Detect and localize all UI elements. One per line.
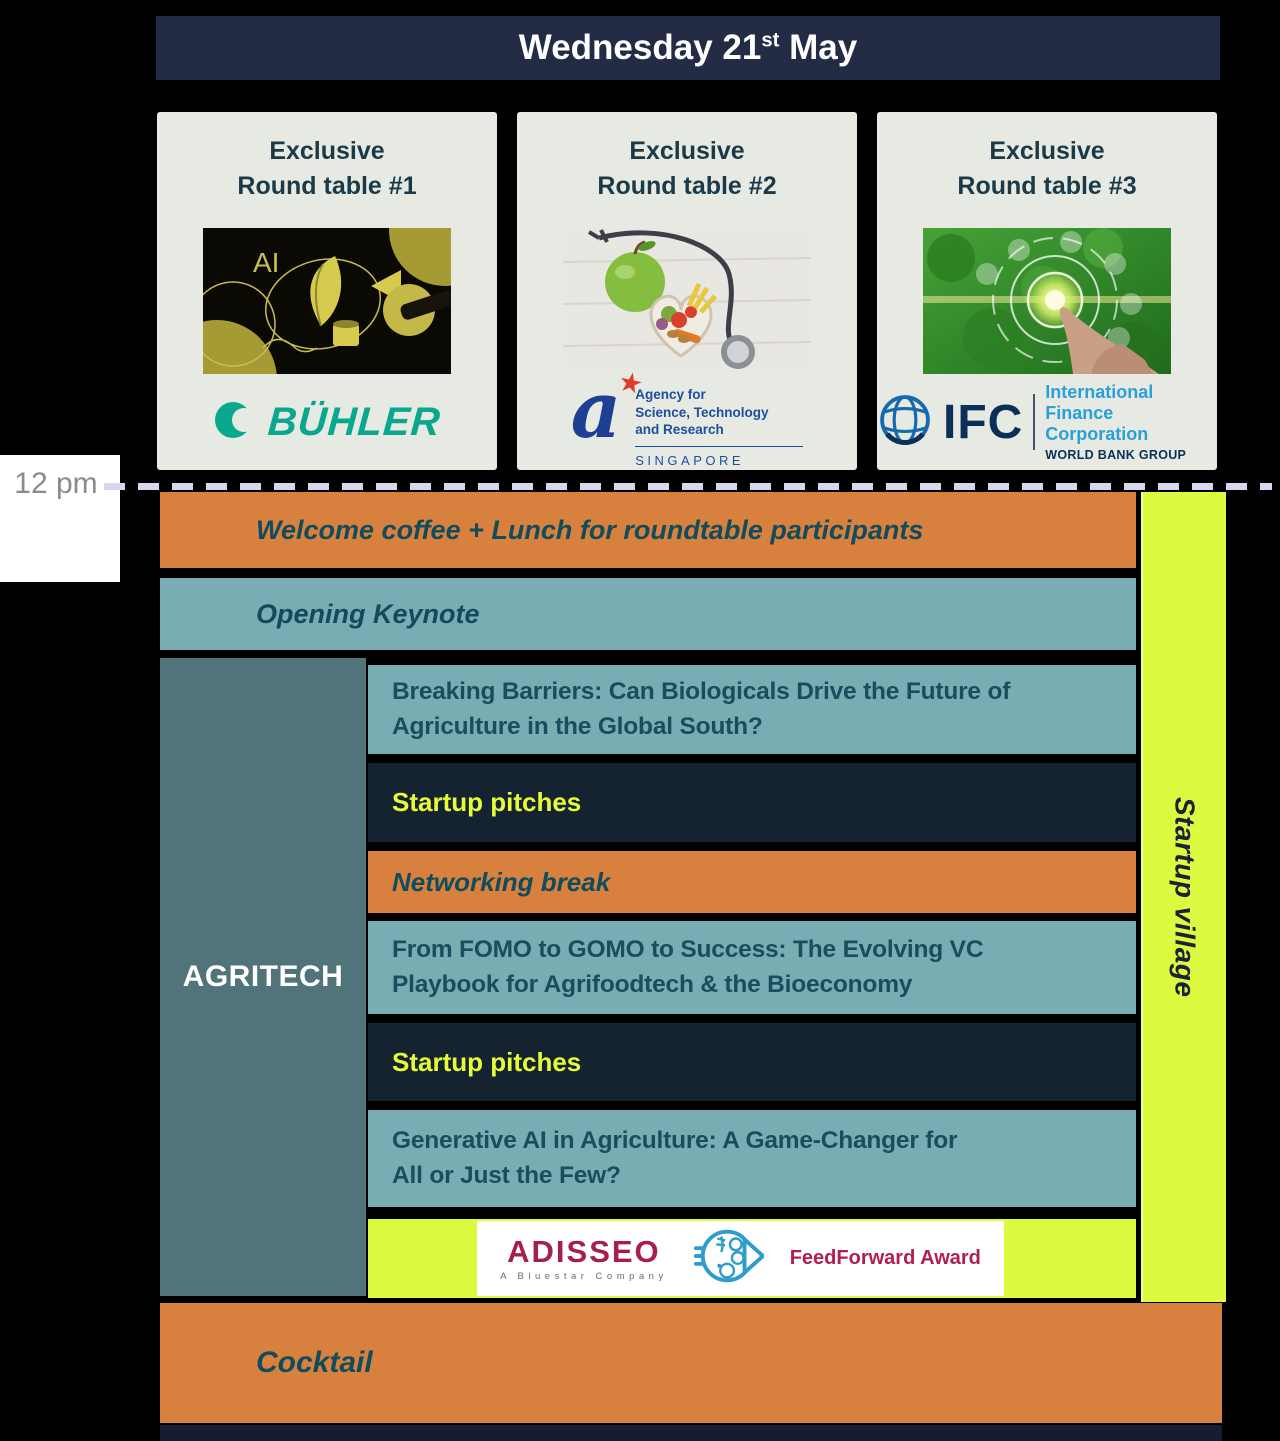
session-generative-ai-title: Generative AI in Agriculture: A Game-Cha… bbox=[392, 1126, 958, 1189]
session-vc-playbook-row: From FOMO to GOMO to Success: The Evolvi… bbox=[368, 921, 1136, 1014]
feedforward-badge-icon bbox=[693, 1226, 765, 1291]
adisseo-tagline: A Bluestar Company bbox=[500, 1270, 668, 1282]
ifc-text: International Finance Corporation WORLD … bbox=[1045, 382, 1187, 462]
opening-keynote-row: Opening Keynote bbox=[160, 578, 1136, 650]
astar-star-icon: ★ bbox=[617, 366, 645, 400]
startup-village-label: Startup village bbox=[1169, 796, 1201, 998]
buhler-crescent-icon bbox=[214, 400, 260, 445]
agritech-track: AGRITECH bbox=[160, 658, 366, 1296]
cocktail-label: Cocktail bbox=[256, 1346, 373, 1379]
ifc-wordmark: IFC bbox=[943, 395, 1024, 449]
svg-text:AI: AI bbox=[253, 247, 279, 278]
startup-pitches-label-1: Startup pitches bbox=[392, 787, 582, 817]
session-biologicals-row: Breaking Barriers: Can Biologicals Drive… bbox=[368, 665, 1136, 754]
world-bank-globe-icon bbox=[877, 392, 933, 453]
ordinal-suffix: st bbox=[761, 29, 780, 52]
ifc-logo: IFC International Finance Corporation WO… bbox=[877, 376, 1217, 468]
ai-agriculture-image: AI bbox=[203, 228, 451, 374]
cocktail-row: Cocktail bbox=[160, 1303, 1222, 1423]
ifc-divider bbox=[1033, 394, 1036, 450]
roundtable-card-1: Exclusive Round table #1 AI bbox=[157, 112, 497, 470]
time-label: 12 pm bbox=[14, 467, 98, 500]
roundtable-3-title: Exclusive Round table #3 bbox=[957, 137, 1137, 200]
astar-rule bbox=[635, 445, 804, 447]
day-header: Wednesday 21st May bbox=[156, 16, 1220, 80]
session-biologicals-title: Breaking Barriers: Can Biologicals Drive… bbox=[392, 677, 1011, 740]
networking-break-row: Networking break bbox=[368, 851, 1136, 913]
adisseo-wordmark: ADISSEO bbox=[507, 1233, 661, 1269]
welcome-lunch-label: Welcome coffee + Lunch for roundtable pa… bbox=[256, 514, 924, 545]
noon-dashed-line bbox=[104, 483, 1272, 490]
adisseo-logo: ADISSEO A Bluestar Company bbox=[500, 1236, 668, 1282]
networking-break-label: Networking break bbox=[392, 866, 611, 897]
roundtable-card-3: Exclusive Round table #3 bbox=[877, 112, 1217, 470]
startup-pitches-label-2: Startup pitches bbox=[392, 1046, 582, 1077]
agritech-track-label: AGRITECH bbox=[182, 960, 344, 993]
startup-pitches-row-1: Startup pitches bbox=[368, 763, 1136, 842]
session-vc-playbook-title: From FOMO to GOMO to Success: The Evolvi… bbox=[392, 935, 984, 998]
green-agritech-image bbox=[923, 228, 1171, 374]
buhler-wordmark: BÜHLER bbox=[266, 399, 442, 444]
time-marker-box: 12 pm bbox=[0, 455, 120, 582]
feedforward-award-box: ADISSEO A Bluestar Company FeedForward A… bbox=[477, 1221, 1004, 1296]
footer-bar bbox=[160, 1425, 1222, 1441]
roundtable-1-title: Exclusive Round table #1 bbox=[237, 137, 417, 200]
astar-a-mark: a★ bbox=[570, 365, 645, 457]
astar-logo: a★ Agency for Science, Technology and Re… bbox=[517, 365, 857, 468]
opening-keynote-label: Opening Keynote bbox=[256, 598, 480, 629]
session-generative-ai-row: Generative AI in Agriculture: A Game-Cha… bbox=[368, 1110, 1136, 1207]
feedforward-award-band: ADISSEO A Bluestar Company FeedForward A… bbox=[368, 1219, 1136, 1298]
startup-pitches-row-2: Startup pitches bbox=[368, 1023, 1136, 1101]
welcome-lunch-row: Welcome coffee + Lunch for roundtable pa… bbox=[160, 492, 1136, 568]
healthy-food-image bbox=[563, 228, 811, 374]
day-title: Wednesday 21st May bbox=[518, 28, 858, 67]
roundtable-card-2: Exclusive Round table #2 bbox=[517, 112, 857, 470]
buhler-logo: BÜHLER bbox=[157, 376, 497, 468]
feedforward-award-label: FeedForward Award bbox=[789, 1247, 981, 1269]
astar-text: Agency for Science, Technology and Resea… bbox=[635, 376, 804, 468]
startup-village-bar: Startup village bbox=[1141, 492, 1226, 1302]
roundtable-2-title: Exclusive Round table #2 bbox=[597, 137, 777, 200]
